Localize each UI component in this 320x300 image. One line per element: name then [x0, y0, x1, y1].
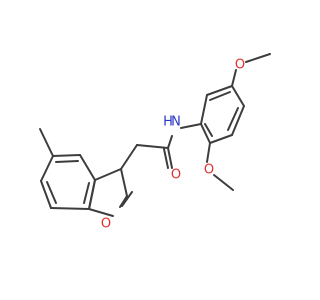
molecule-canvas: O O N H O O	[39, 53, 271, 232]
nitrogen-atom: N	[171, 115, 181, 130]
bond	[52, 154, 81, 157]
bond	[204, 123, 213, 137]
bond	[55, 160, 79, 163]
bond	[167, 135, 173, 149]
bond	[120, 144, 138, 170]
oxygen-atom: O	[171, 168, 181, 183]
bond	[209, 91, 231, 101]
methyl-group	[39, 128, 54, 157]
bond	[50, 207, 90, 210]
furan-ring: O	[88, 144, 138, 232]
bond	[245, 53, 271, 63]
bond	[231, 85, 245, 107]
amide-group: N H O	[136, 115, 202, 183]
bond	[88, 208, 114, 217]
bond	[94, 168, 122, 181]
bond	[83, 182, 90, 204]
bond	[231, 69, 237, 87]
bond	[206, 85, 233, 96]
hydrogen-atom: H	[163, 115, 173, 130]
bond	[79, 154, 96, 181]
bond	[121, 191, 133, 207]
bond	[200, 94, 208, 125]
bond	[119, 195, 128, 208]
bond	[206, 142, 211, 163]
oxygen-atom: O	[101, 217, 111, 232]
bond	[200, 123, 211, 144]
bond	[120, 168, 128, 197]
bond	[163, 148, 169, 169]
bond	[209, 134, 233, 144]
bond	[40, 155, 54, 182]
bond	[88, 179, 96, 210]
oxygen-atom: O	[204, 163, 214, 178]
oxygen-atom: O	[235, 58, 245, 73]
bond	[213, 174, 234, 191]
benzene-ring	[40, 154, 96, 210]
bond	[136, 144, 169, 149]
bond	[46, 181, 57, 204]
methoxy-bottom: O	[204, 142, 234, 191]
dimethoxyphenyl-ring	[200, 85, 245, 144]
bond	[231, 105, 245, 136]
bond	[180, 123, 202, 129]
structure-diagram: O O N H O O	[39, 53, 271, 232]
methoxy-top: O	[231, 53, 271, 87]
bond	[40, 180, 52, 209]
bond	[167, 147, 173, 169]
bond	[39, 128, 54, 157]
bond	[227, 107, 239, 131]
